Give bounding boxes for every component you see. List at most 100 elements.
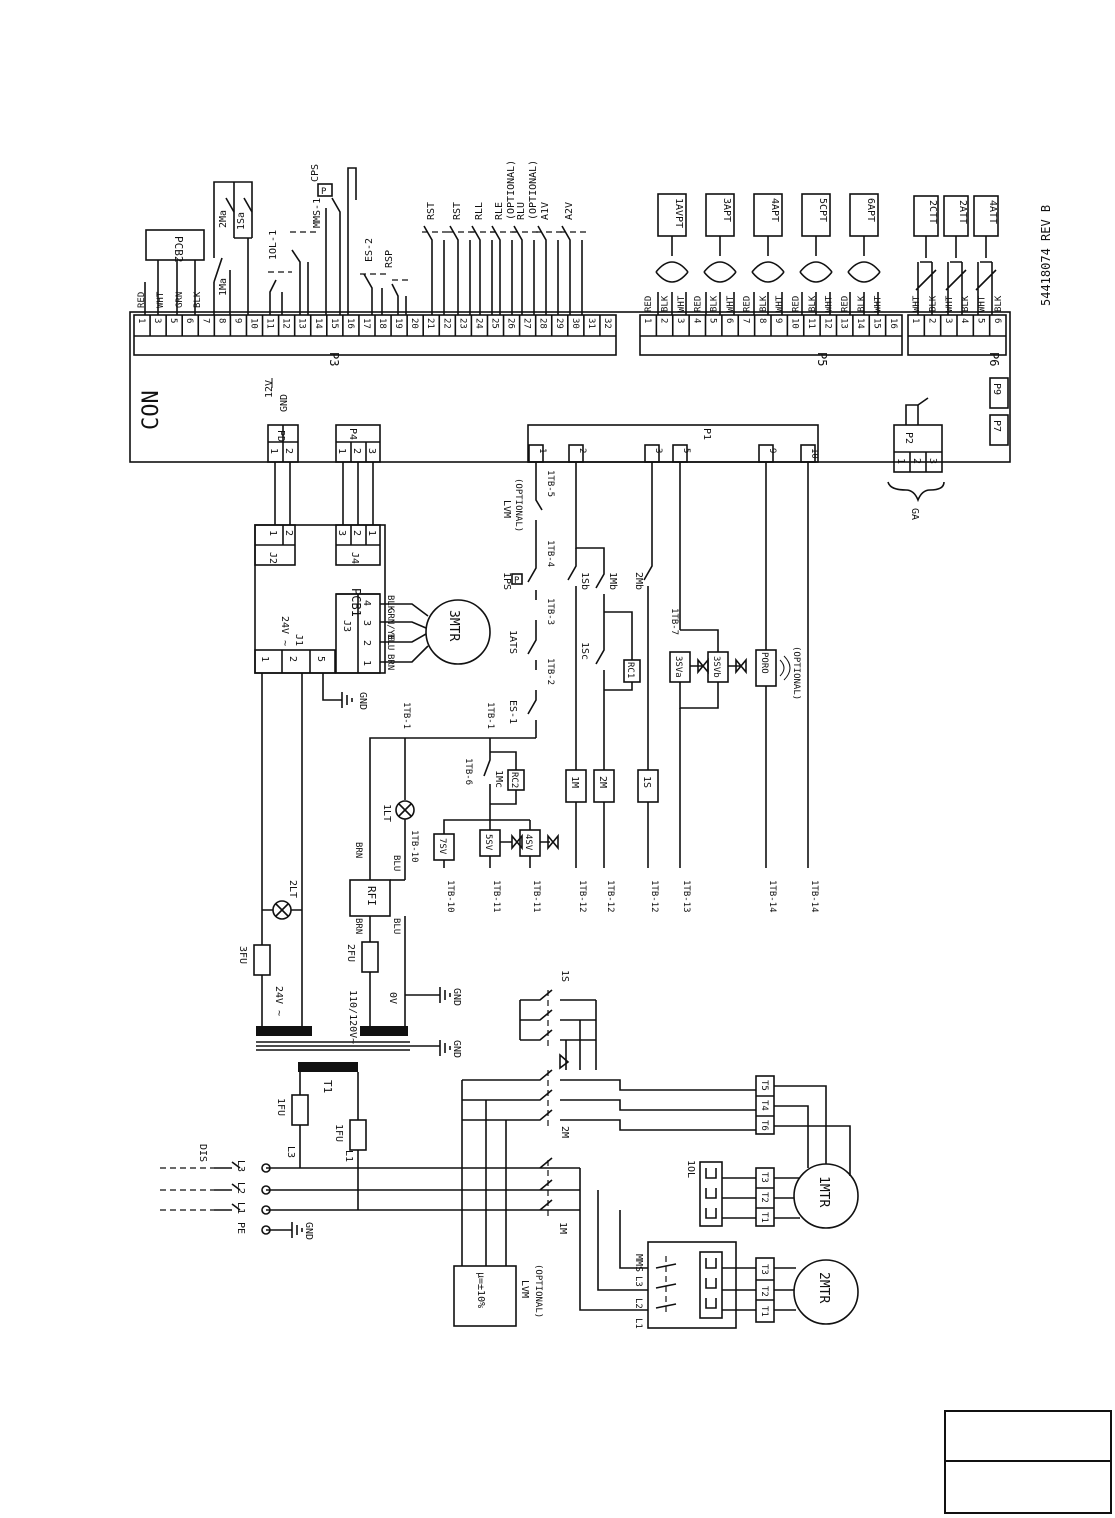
p5-pin-8: 8 (757, 318, 767, 323)
pd-label: PD (275, 430, 286, 442)
p3-pin-22: 22 (441, 318, 451, 329)
p6-wire-blk: BLK (994, 295, 1004, 312)
line-l1-label: L1 (235, 1202, 246, 1214)
rsp-label: RSP (384, 250, 395, 268)
sensor-cable (703, 236, 737, 315)
m1-term-t4: T4 (759, 1100, 769, 1111)
contactor-1s-pole (520, 989, 596, 1001)
bottom-terminal-4: 1TB-12 (605, 880, 615, 913)
p5-pin-10: 10 (790, 318, 800, 329)
coil-2m-label: 2M (597, 776, 608, 788)
j2-label: J2 (267, 552, 278, 564)
p3-pin-25: 25 (490, 318, 500, 329)
m2-term-t3: T3 (759, 1264, 769, 1275)
p6-pin-4: 4 (959, 318, 969, 323)
sensor-cable (751, 236, 785, 315)
j4-label: J4 (349, 552, 360, 564)
p3-devices: RED WHT GRN BLK PCB2 2Ma 1Sa 1Ma 1OL-1 M… (137, 160, 588, 315)
p2-pin-3: 3 (927, 458, 938, 464)
p3-pin-13: 13 (297, 318, 307, 329)
j3-label: J3 (341, 620, 352, 632)
mms-1-label: MMS-1 (312, 198, 323, 228)
p5-wire-blk: BLK (759, 295, 769, 312)
drawing-number: 54418074 REV B (1039, 205, 1053, 306)
p4-pin-3: 3 (366, 448, 377, 454)
m2-term-t2: T2 (759, 1286, 769, 1297)
relay-label-6-0: A2V (564, 202, 575, 220)
p5-wire-blk: BLK (808, 295, 818, 312)
controller-con: CON (129, 311, 1011, 463)
j3-pin-1: 1 (361, 660, 372, 666)
p3-pin-16: 16 (345, 318, 355, 329)
p6-pin-1: 1 (910, 318, 920, 323)
p3-pin-32: 32 (602, 318, 612, 329)
bottom-terminal-5: 1TB-12 (649, 880, 659, 913)
valve-5sv-label: 5SV (483, 834, 493, 851)
tb-1tb7: 1TB-7 (669, 608, 679, 635)
j3-pin-2: 2 (361, 640, 372, 646)
p5-pin-7: 7 (740, 318, 750, 323)
p3-wire-wht: WHT (156, 291, 166, 308)
line-l3-label: L3 (235, 1160, 246, 1172)
p3-pin-28: 28 (538, 318, 548, 329)
p3-pin-3: 3 (152, 318, 162, 323)
p5-pin-14: 14 (855, 318, 865, 329)
sensor-cable (847, 236, 881, 315)
p3-wire-grn: GRN (175, 292, 185, 308)
sensor-cable (915, 236, 937, 315)
rfi-wire-blu-bot: BLU (391, 918, 401, 934)
secondary-24v-label: 24V ~ (273, 986, 284, 1016)
poro-label: PORO (759, 652, 769, 674)
contactor-1m-pole (539, 1199, 580, 1211)
relay-contact (423, 225, 445, 315)
p3-wire-blk: BLK (193, 291, 203, 308)
valve-4sv-label: 4SV (523, 834, 533, 851)
pd-signal-gnd: GND (279, 394, 290, 412)
rfi-wire-blu-top: BLU (391, 855, 401, 871)
tb-1tb3: 1TB-3 (545, 598, 555, 625)
ga-brace: GA (887, 481, 945, 520)
pcb1: PCB1 24V ~ J1 1 2 5 J2 1 2 J4 3 2 1 J3 1… (254, 524, 491, 710)
relay-contact (449, 225, 471, 315)
relay-rc1-label: RC1 (625, 662, 635, 678)
p5-pin-12: 12 (822, 318, 832, 329)
p3-label: P3 (327, 352, 341, 366)
rfi-label: RFI (365, 886, 378, 906)
contactor-1s-label: 1S (559, 970, 570, 982)
j4-pin-1: 1 (366, 530, 377, 536)
ov-label: 0V (387, 992, 398, 1004)
p5-wire-blk: BLK (710, 295, 720, 312)
p5-pin-5: 5 (708, 318, 718, 323)
m1-term-t5: T5 (759, 1080, 769, 1091)
contactor-1m-pole (539, 1157, 580, 1169)
p6-wire-wht: WHT (978, 295, 988, 312)
p5-label: P5 (815, 352, 829, 366)
control-circuit: 1TB-5 LVM (OPTIONAL) 1TB-4 P 1PS 1TB-3 1… (369, 462, 819, 913)
xfmr-gnd-label: GND (451, 1040, 462, 1058)
mms-l1-label: L1 (633, 1318, 643, 1329)
contact-2ma-label: 2Ma (218, 210, 229, 228)
p5-pin-2: 2 (659, 318, 669, 323)
j1-pin-1: 1 (259, 656, 270, 662)
motor-3mtr-label: 3MTR (446, 610, 461, 641)
relay-label-0-0: RST (426, 202, 437, 220)
j4-pin-2: 2 (351, 530, 362, 536)
motor-2mtr-label: 2MTR (816, 1272, 831, 1303)
sensor-6apt-label: 6APT (865, 198, 876, 222)
p1-pin-1: 1 (537, 448, 547, 453)
p4-label: P4 (347, 428, 358, 440)
contact-1sb-label: 1Sb (579, 572, 590, 590)
j3-wire-brn: BRN (385, 654, 395, 670)
relay-contact (491, 225, 513, 315)
p3-pin-9: 9 (232, 318, 242, 323)
contactor-1m-label: 1M (557, 1222, 568, 1234)
p5-pin-13: 13 (839, 318, 849, 329)
j3-pin-3: 3 (361, 620, 372, 626)
tb-1tb2: 1TB-2 (545, 658, 555, 685)
tb-1tb1-a: 1TB-1 (485, 702, 495, 729)
relay-contact (513, 225, 535, 315)
lvm-box-text: µ=±10% (475, 1272, 486, 1308)
primary-voltage-label: 110/120V~ (347, 990, 358, 1044)
p6-wire-blk: BLK (961, 295, 971, 312)
